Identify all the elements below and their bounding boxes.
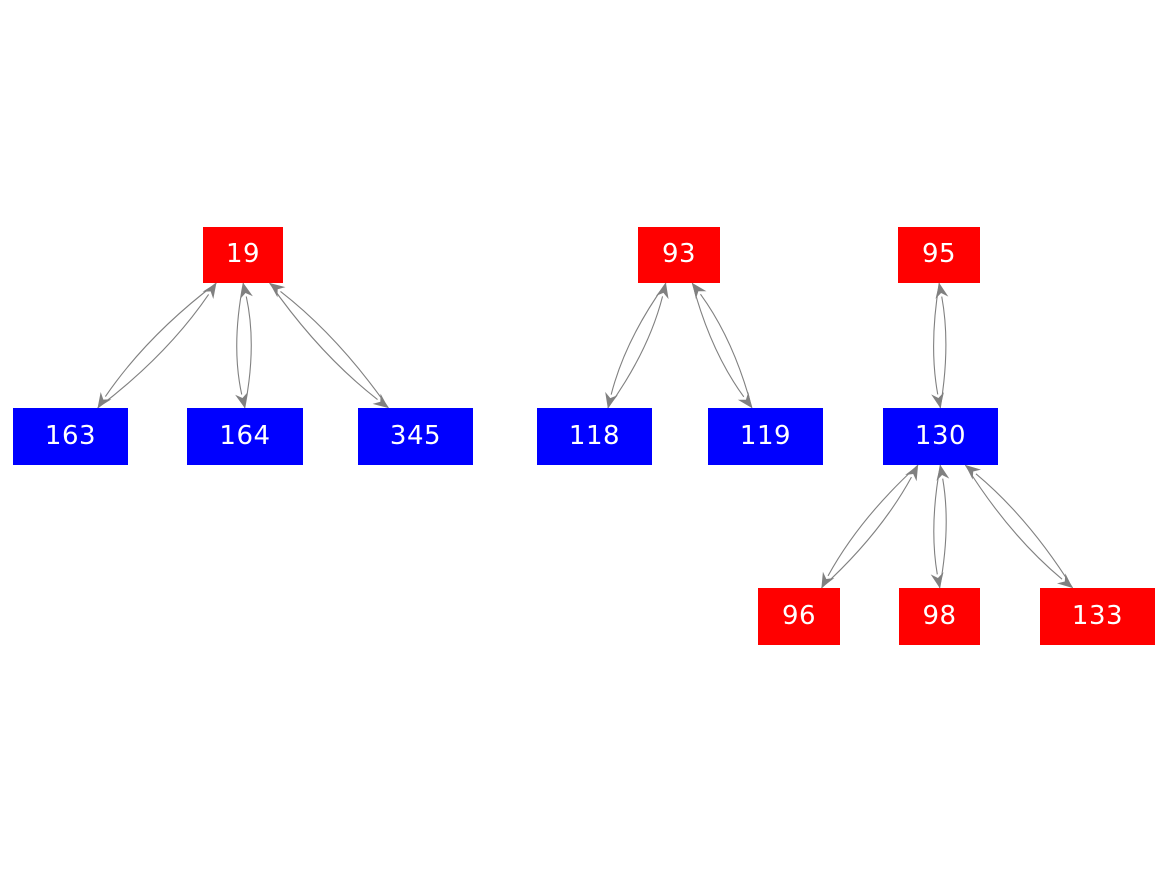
- graph-node-label: 19: [225, 239, 261, 269]
- graph-edge-arrowhead: [935, 283, 949, 299]
- graph-node-95[interactable]: 95: [898, 227, 980, 283]
- graph-edge-arrowhead: [269, 283, 286, 298]
- graph-node-345[interactable]: 345: [358, 408, 473, 465]
- graph-node-label: 163: [44, 420, 97, 451]
- graph-node-98[interactable]: 98: [899, 588, 980, 645]
- graph-edge-arrowhead: [97, 391, 112, 408]
- graph-node-label: 119: [739, 420, 792, 451]
- graph-edge-119-to-93: [700, 293, 753, 409]
- graph-node-label: 93: [661, 239, 697, 269]
- graph-edge-118-to-93: [607, 296, 664, 409]
- graph-node-130[interactable]: 130: [883, 408, 998, 465]
- graph-edge-arrowhead: [936, 465, 950, 481]
- graph-node-118[interactable]: 118: [537, 408, 652, 465]
- graph-node-96[interactable]: 96: [758, 588, 840, 645]
- graph-node-label: 133: [1071, 600, 1124, 631]
- graph-edge-arrowhead: [372, 393, 389, 408]
- graph-edge-arrowhead: [821, 571, 835, 588]
- graph-edge-163-to-19: [97, 294, 210, 409]
- graph-edge-164-to-19: [244, 296, 252, 409]
- graph-edge-arrowhead: [931, 392, 944, 408]
- graph-node-label: 164: [219, 420, 271, 451]
- graph-edge-arrowhead: [905, 465, 919, 482]
- graph-node-133[interactable]: 133: [1040, 588, 1155, 645]
- graph-edge-19-to-163: [104, 282, 217, 397]
- graph-edge-19-to-345: [269, 282, 378, 400]
- graph-edge-130-to-133: [964, 464, 1063, 580]
- graph-edge-96-to-130: [821, 476, 912, 589]
- graph-edge-133-to-130: [975, 473, 1074, 589]
- graph-edge-arrowhead: [605, 391, 618, 408]
- graph-edge-345-to-19: [280, 291, 389, 409]
- graph-edge-arrowhead: [692, 283, 707, 299]
- graph-node-119[interactable]: 119: [708, 408, 823, 465]
- graph-edge-arrowhead: [930, 572, 944, 588]
- graph-edge-95-to-130: [933, 282, 940, 395]
- graph-node-label: 118: [568, 420, 621, 451]
- graph-edge-130-to-96: [827, 464, 919, 577]
- graph-node-label: 98: [922, 600, 957, 631]
- graph-edge-130-to-95: [939, 296, 947, 409]
- graph-node-label: 345: [389, 420, 442, 451]
- graph-edge-98-to-130: [939, 478, 947, 589]
- graph-node-164[interactable]: 164: [187, 408, 303, 465]
- graph-edge-93-to-119: [691, 282, 745, 398]
- graph-edge-19-to-164: [236, 282, 244, 395]
- graph-edge-arrowhead: [1056, 573, 1073, 588]
- graph-edge-arrowhead: [655, 283, 669, 300]
- graph-node-label: 96: [781, 600, 817, 631]
- graph-edge-arrowhead: [965, 465, 982, 480]
- graph-node-19[interactable]: 19: [203, 227, 283, 283]
- graph-edge-arrowhead: [202, 283, 217, 300]
- graph-node-label: 130: [914, 420, 967, 451]
- graph-node-163[interactable]: 163: [13, 408, 128, 465]
- graph-node-label: 95: [921, 239, 957, 269]
- graph-edge-arrowhead: [240, 283, 253, 300]
- graph-edge-130-to-98: [933, 464, 941, 575]
- graph-edge-arrowhead: [235, 391, 248, 408]
- graph-edge-arrowhead: [737, 392, 752, 408]
- graph-edge-93-to-118: [610, 282, 667, 395]
- graph-node-93[interactable]: 93: [638, 227, 720, 283]
